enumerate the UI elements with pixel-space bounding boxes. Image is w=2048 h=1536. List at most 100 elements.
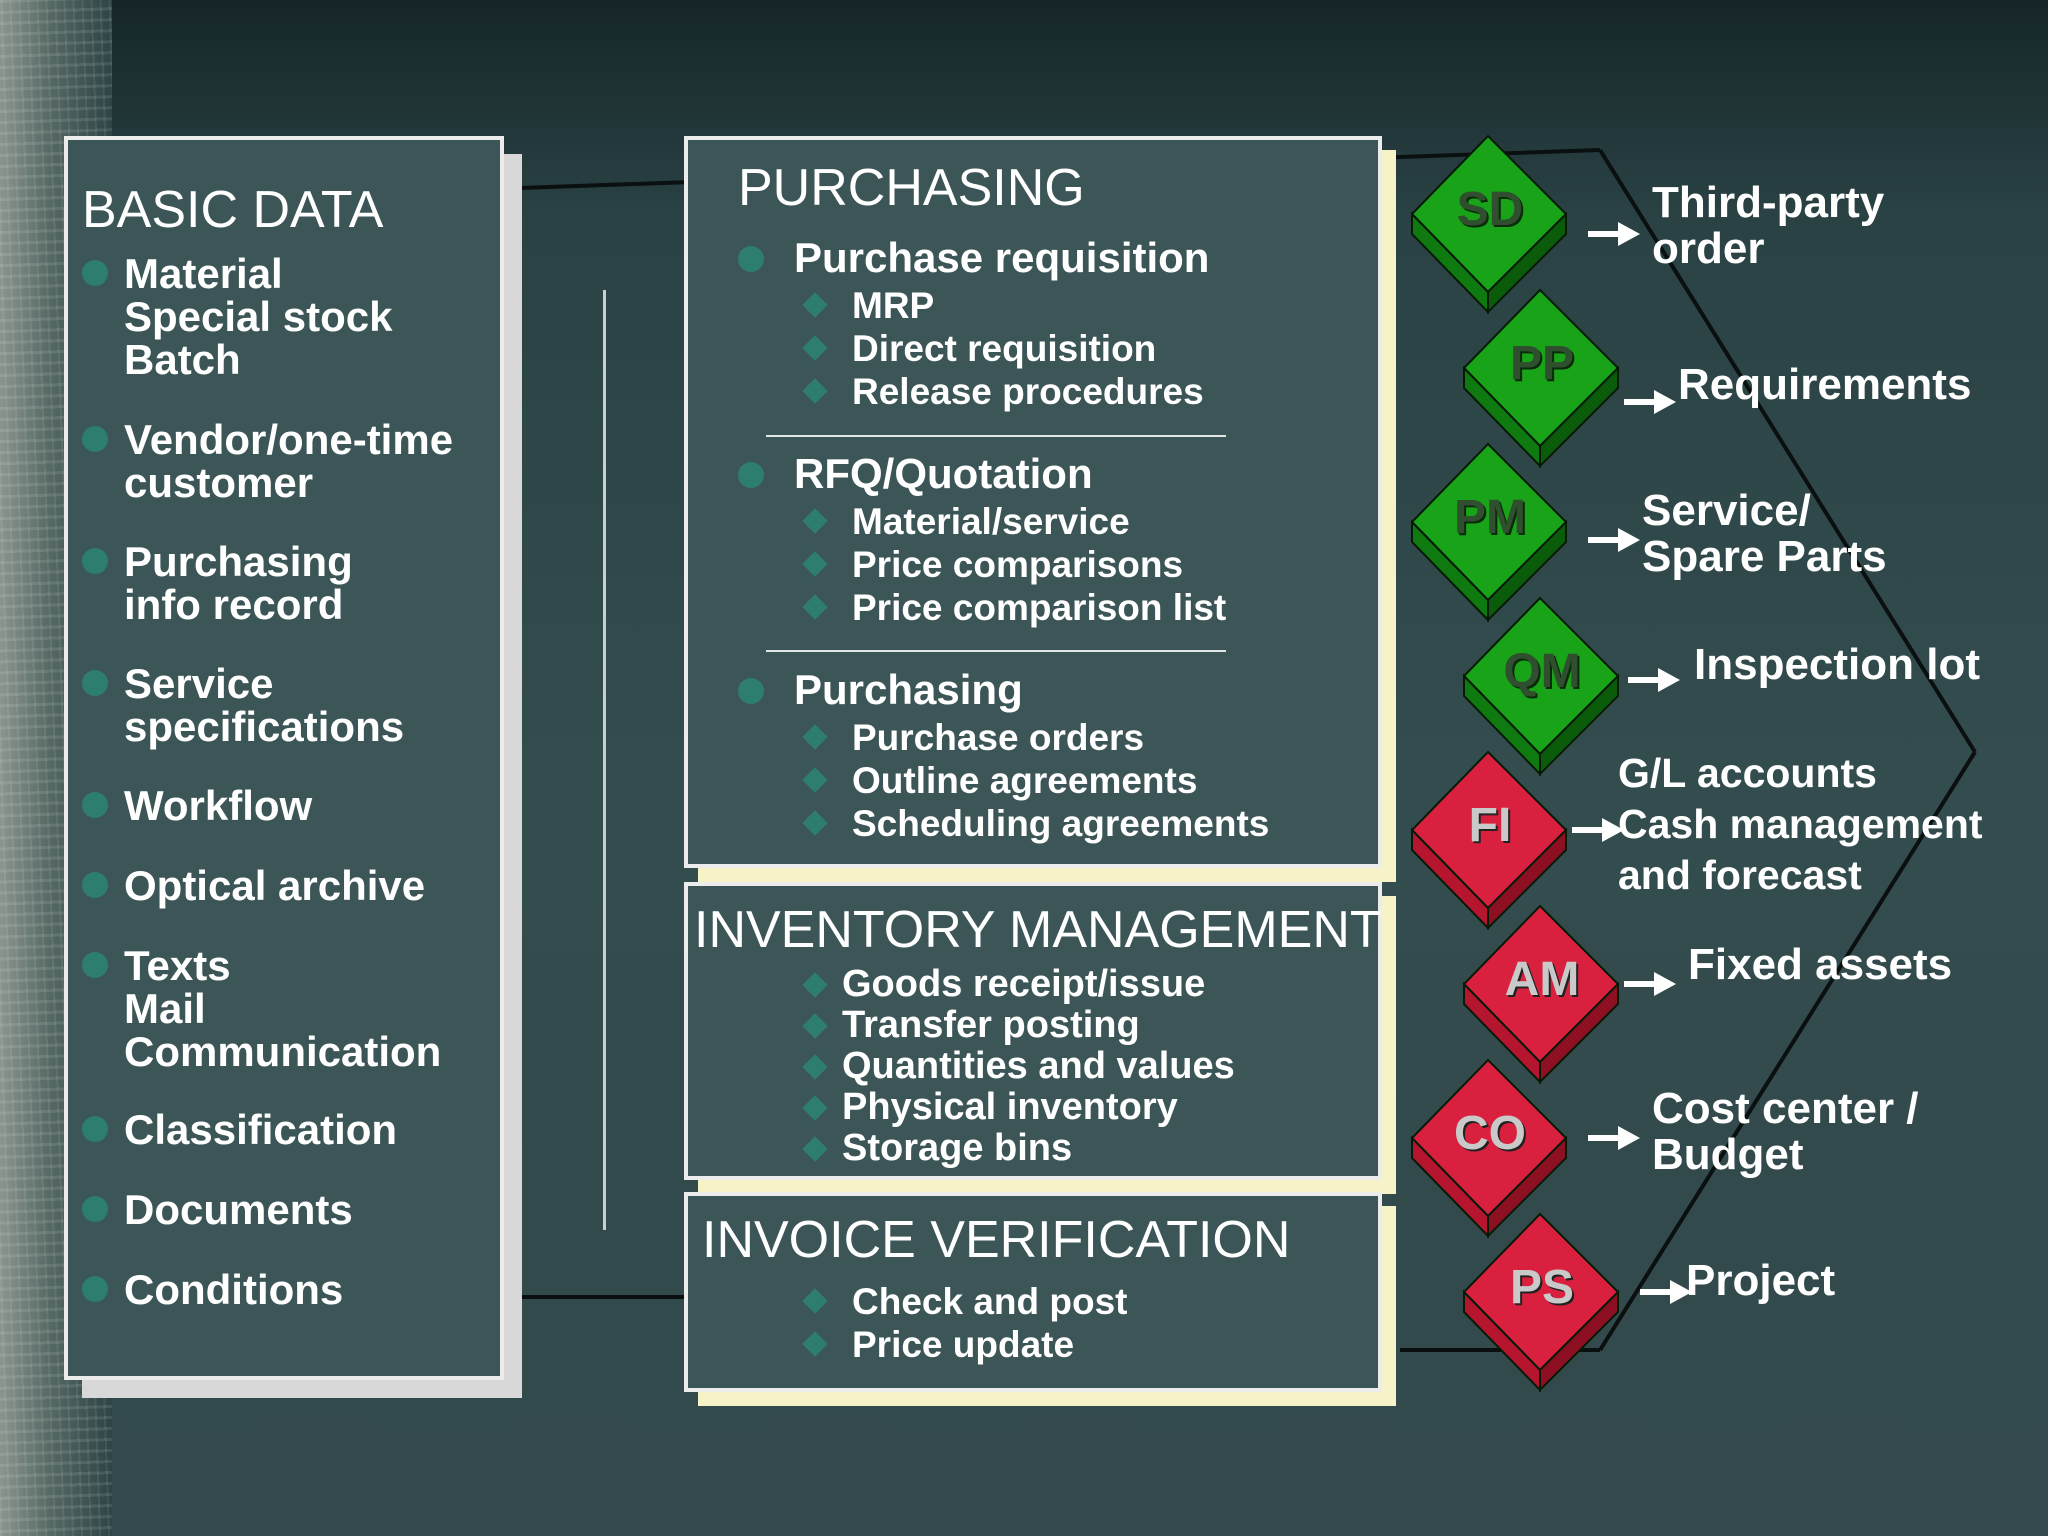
right-arrow-icon [1628,668,1680,697]
module-code: PP [1509,337,1575,390]
module-output: Third-party order [1652,178,1885,273]
module-cube-sd: SD [1408,134,1572,314]
diamond-bullet-icon [802,1095,828,1121]
inventory-sub-item: Goods receipt/issue [842,963,1206,1005]
purchasing-sub-item: Direct requisition [852,328,1157,369]
module-code: FI [1468,799,1512,852]
purchasing-title: PURCHASING [738,159,1085,217]
diamond-bullet-icon [802,972,828,998]
purchasing-sub-item: Price comparison list [852,587,1227,628]
module-code: PM [1454,491,1526,544]
module-output: Project [1686,1256,1836,1305]
module-code: CO [1454,1107,1526,1160]
diamond-bullet-icon [802,551,828,577]
bullet-icon [82,1196,108,1222]
diamond-bullet-icon [802,724,828,750]
inventory-sub-item: Quantities and values [842,1045,1235,1087]
invoice-sub-item: Check and post [852,1281,1128,1322]
diamond-bullet-icon [802,335,828,361]
module-code: QM [1503,645,1581,698]
purchasing-sub-item: Outline agreements [852,760,1198,801]
bullet-icon [82,1116,108,1142]
purchasing-sub-item: Scheduling agreements [852,803,1270,844]
diamond-bullet-icon [802,1054,828,1080]
inventory-sub-item: Transfer posting [842,1004,1140,1046]
purchasing-sub-item: Price comparisons [852,544,1184,585]
bullet-icon [738,462,764,488]
right-arrow-icon [1624,390,1676,419]
bullet-icon [82,426,108,452]
basic-data-item: Optical archive [124,862,426,909]
module-cube-co: CO [1408,1058,1572,1238]
divider [766,650,1226,652]
invoice-sub-item: Price update [852,1324,1075,1365]
connector-line [603,290,606,1230]
diamond-bullet-icon [802,378,828,404]
diamond-bullet-icon [802,292,828,318]
right-arrow-icon [1572,818,1624,847]
bullet-icon [82,260,108,286]
bullet-icon [82,1276,108,1302]
module-cube-pm: PM [1408,442,1572,622]
basic-data-item: Purchasing info record [124,538,353,628]
module-cube-fi: FI [1408,750,1572,930]
module-code: PS [1509,1261,1575,1314]
bullet-icon [82,670,108,696]
basic-data-item: Material Special stock Batch [124,250,393,383]
diamond-bullet-icon [802,1013,828,1039]
bullet-icon [738,678,764,704]
bullet-icon [82,952,108,978]
module-cube-pp: PP [1460,288,1624,468]
purchasing-sub-item: Purchase orders [852,717,1145,758]
basic-data-item: Documents [124,1186,353,1233]
basic-data-item: Workflow [124,782,313,829]
right-arrow-icon [1588,1126,1640,1155]
right-arrow-icon [1624,972,1676,1001]
right-arrow-icon [1640,1280,1692,1309]
purchasing-group-heading: Purchasing [794,666,1023,713]
module-code: AM [1504,953,1580,1006]
module-output: Requirements [1678,360,1972,409]
divider [766,435,1226,437]
right-arrow-icon [1588,222,1640,251]
right-arrow-icon [1588,528,1640,557]
purchasing-group-heading: Purchase requisition [794,234,1210,281]
basic-data-item: Vendor/one-time customer [124,416,454,506]
diamond-bullet-icon [802,508,828,534]
bullet-icon [82,872,108,898]
module-output: Service/ Spare Parts [1642,486,1887,581]
basic-data-item: Service specifications [124,660,405,750]
basic-data-item: Texts Mail Communication [124,942,442,1075]
bullet-icon [738,246,764,272]
diamond-bullet-icon [802,594,828,620]
module-cube-ps: PS [1460,1212,1624,1392]
module-output: Cost center / Budget [1652,1084,1919,1179]
diamond-bullet-icon [802,1136,828,1162]
purchasing-group-heading: RFQ/Quotation [794,450,1093,497]
bullet-icon [82,792,108,818]
purchasing-sub-item: Release procedures [852,371,1204,412]
diamond-bullet-icon [802,810,828,836]
bullet-icon [82,548,108,574]
basic-data-title: BASIC DATA [82,181,384,239]
inventory-management-panel: INVENTORY MANAGEMENT Goods receipt/issue… [684,882,1382,1180]
diamond-bullet-icon [802,767,828,793]
diamond-bullet-icon [802,1288,828,1314]
inventory-sub-item: Physical inventory [842,1086,1178,1128]
invoice-title: INVOICE VERIFICATION [702,1211,1291,1269]
module-cube-qm: QM [1460,596,1624,776]
basic-data-item: Conditions [124,1266,344,1313]
module-code: SD [1456,183,1524,236]
module-cube-am: AM [1460,904,1624,1084]
basic-data-item: Classification [124,1106,398,1153]
module-output: Fixed assets [1688,940,1953,989]
module-output: G/L accounts Cash management and forecas… [1618,750,1983,898]
inventory-title: INVENTORY MANAGEMENT [694,901,1382,959]
diamond-bullet-icon [802,1331,828,1357]
purchasing-sub-item: MRP [852,285,935,326]
module-output: Inspection lot [1694,640,1980,689]
inventory-sub-item: Storage bins [842,1127,1073,1169]
